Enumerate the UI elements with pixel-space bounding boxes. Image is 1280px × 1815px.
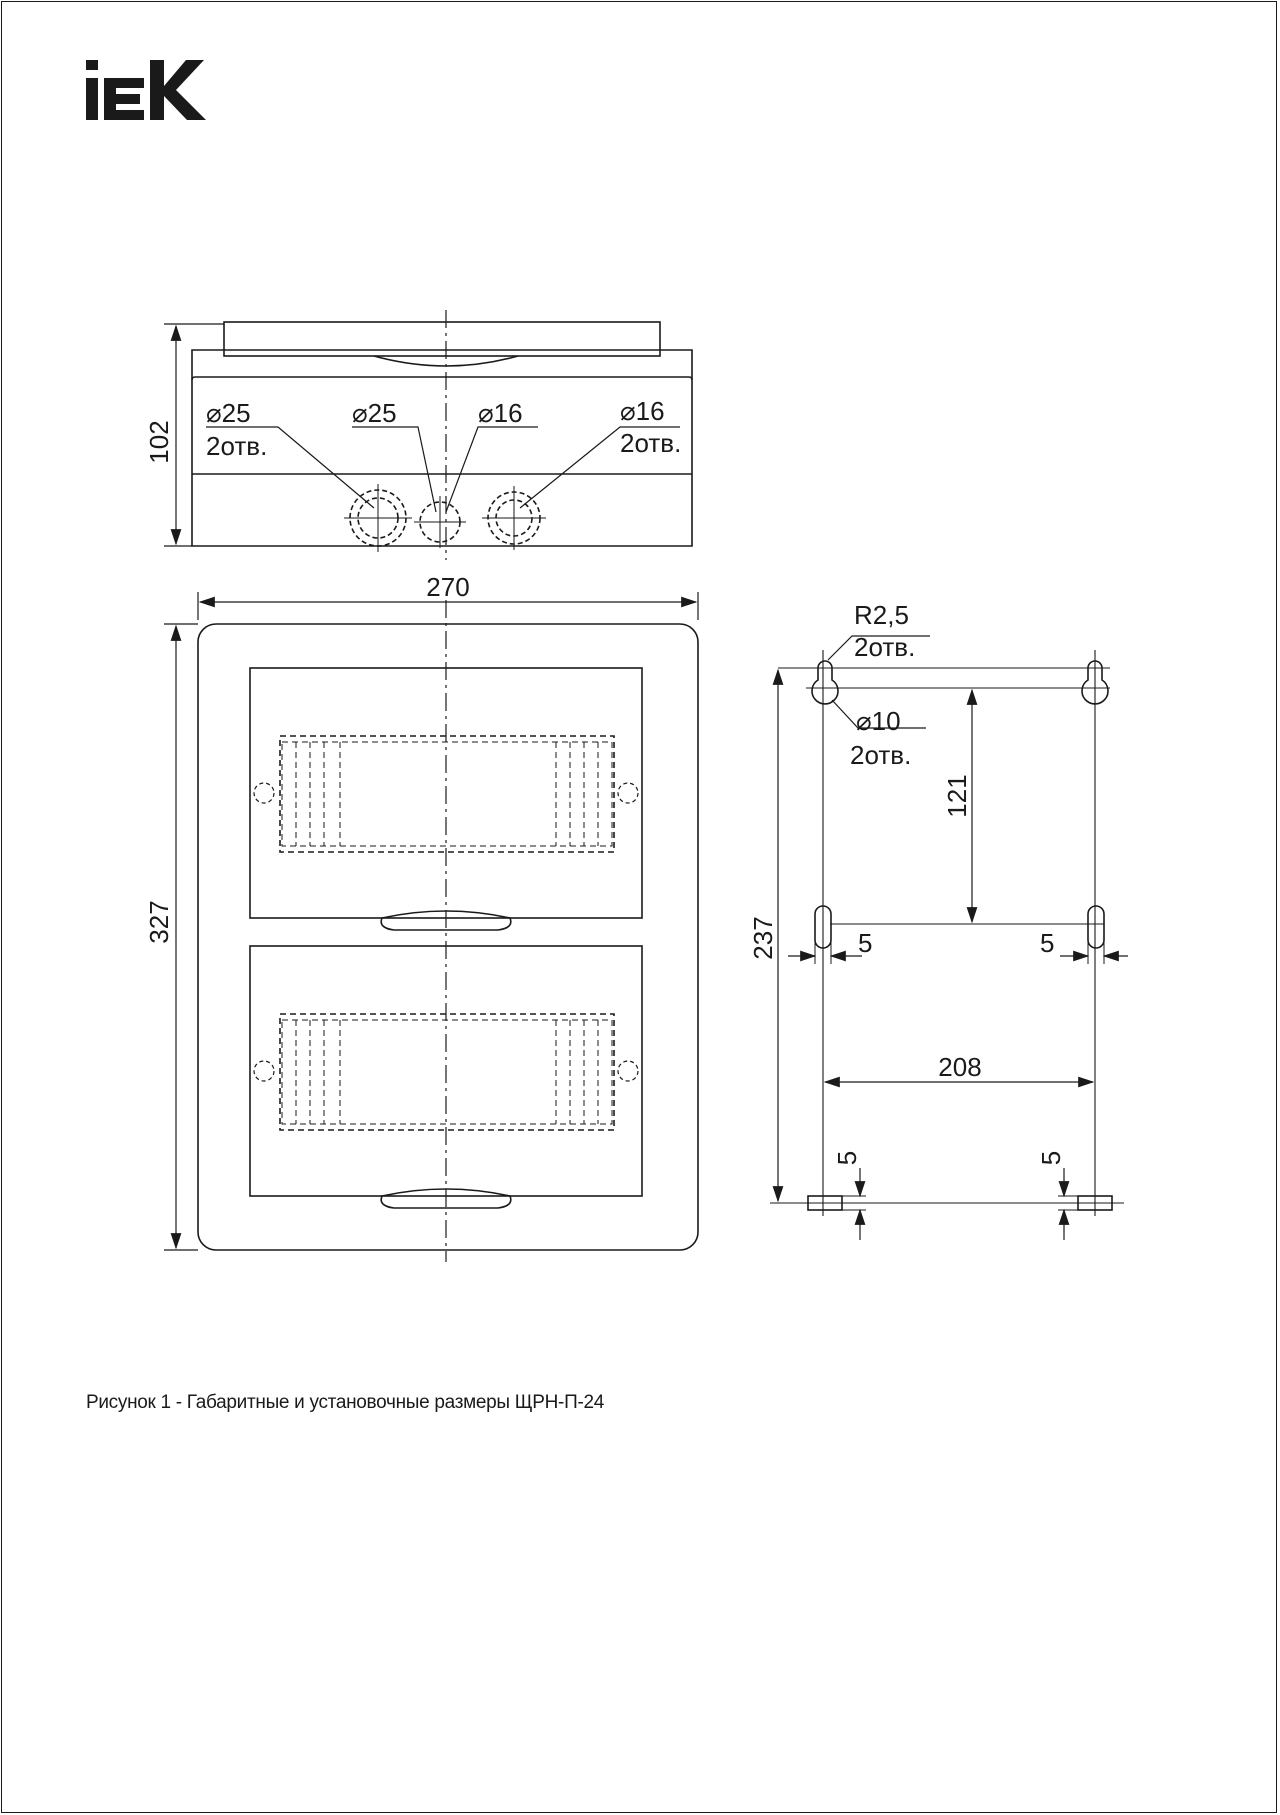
slot-left-dim: 5 <box>858 928 872 958</box>
foot-left-dim: 5 <box>832 1151 862 1165</box>
horizontal-dim-208: 208 <box>938 1052 981 1082</box>
slot-right-dim: 5 <box>1040 928 1054 958</box>
hole-1-count: 2отв. <box>206 431 267 461</box>
top-view <box>164 310 693 560</box>
hole-1-label: ⌀25 <box>206 398 251 428</box>
figure-caption: Рисунок 1 - Габаритные и установочные ра… <box>86 1392 604 1413</box>
mounting-view-labels: R2,5 2отв. ⌀10 2отв. 237 121 208 5 5 5 5 <box>748 600 1066 1165</box>
hole-3-label: ⌀16 <box>478 398 523 428</box>
front-view-labels: 270 327 <box>144 572 470 944</box>
hole-count: 2отв. <box>850 740 911 770</box>
spacing-dim-121: 121 <box>942 774 972 817</box>
hole-4-count: 2отв. <box>620 428 681 458</box>
iek-logo <box>86 60 206 120</box>
mounting-view <box>770 635 1128 1240</box>
hole-note: ⌀10 <box>856 706 901 736</box>
height-dim-102: 102 <box>144 420 174 463</box>
front-view <box>164 592 699 1262</box>
hole-2-label: ⌀25 <box>352 398 397 428</box>
height-dim-327: 327 <box>144 900 174 943</box>
radius-note: R2,5 <box>854 600 909 630</box>
radius-count: 2отв. <box>854 632 915 662</box>
foot-right-dim: 5 <box>1036 1151 1066 1165</box>
width-dim-270: 270 <box>426 572 469 602</box>
hole-4-label: ⌀16 <box>620 396 665 426</box>
vertical-dim-237: 237 <box>748 916 778 959</box>
top-view-labels: 102 ⌀25 2отв. ⌀25 ⌀16 ⌀16 2отв. <box>144 396 681 464</box>
